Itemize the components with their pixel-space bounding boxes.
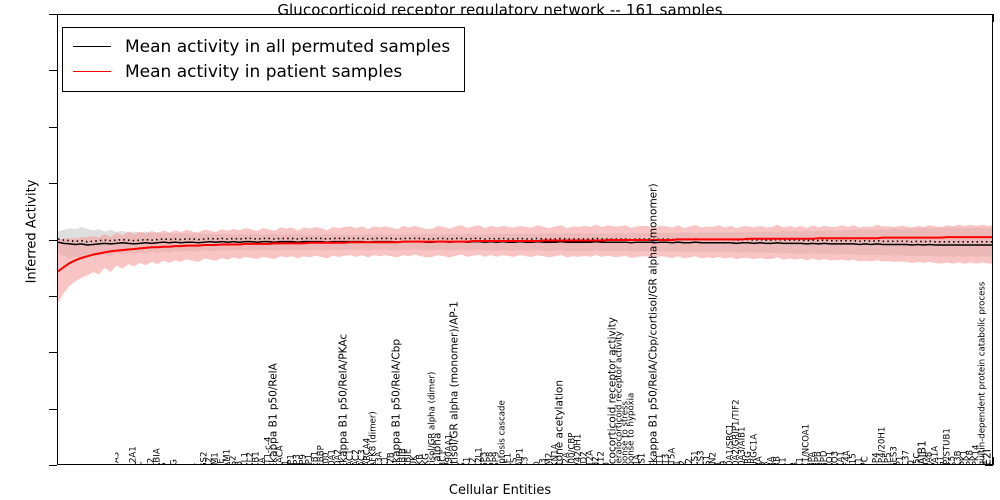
legend[interactable]: Mean activity in all permuted samples Me… — [62, 27, 466, 92]
legend-label-permuted: Mean activity in all permuted samples — [125, 36, 451, 57]
y-tick-mark — [49, 465, 57, 466]
y-tick-mark — [49, 239, 57, 241]
x-tick-label: IL-5 — [124, 464, 133, 465]
y-tick-mark — [49, 352, 57, 354]
patient-confidence-band — [58, 224, 992, 303]
legend-line-red-icon — [73, 71, 111, 72]
legend-label-patient: Mean activity in patient samples — [125, 61, 403, 82]
permuted-mean-line — [58, 240, 992, 246]
x-tick-label: IL-3 — [118, 464, 127, 465]
legend-item-permuted[interactable]: Mean activity in all permuted samples — [73, 34, 450, 59]
x-tick-label: IL-2 — [177, 464, 186, 465]
x-tick-label: IL-6 — [182, 464, 191, 465]
x-tick-mark — [993, 457, 994, 465]
legend-item-patient[interactable]: Mean activity in patient samples — [73, 59, 450, 84]
y-tick-mark — [49, 295, 57, 297]
patient-mean-line — [58, 236, 992, 273]
y-tick-mark — [49, 126, 57, 128]
series-canvas — [58, 224, 992, 303]
y-tick-mark — [49, 408, 57, 410]
y-axis-label: Inferred Activity — [24, 179, 40, 284]
x-axis-label: Cellular Entities — [448, 483, 552, 498]
legend-line-black-icon — [73, 46, 111, 47]
y-tick-mark — [49, 14, 57, 15]
y-tick-mark — [49, 70, 57, 72]
y-tick-mark-right — [985, 465, 993, 466]
x-tick-mark — [993, 14, 994, 22]
x-tick-label: IL-8 — [188, 464, 197, 465]
y-tick-mark — [49, 183, 57, 185]
x-tick-label: IL-4 — [142, 464, 151, 465]
